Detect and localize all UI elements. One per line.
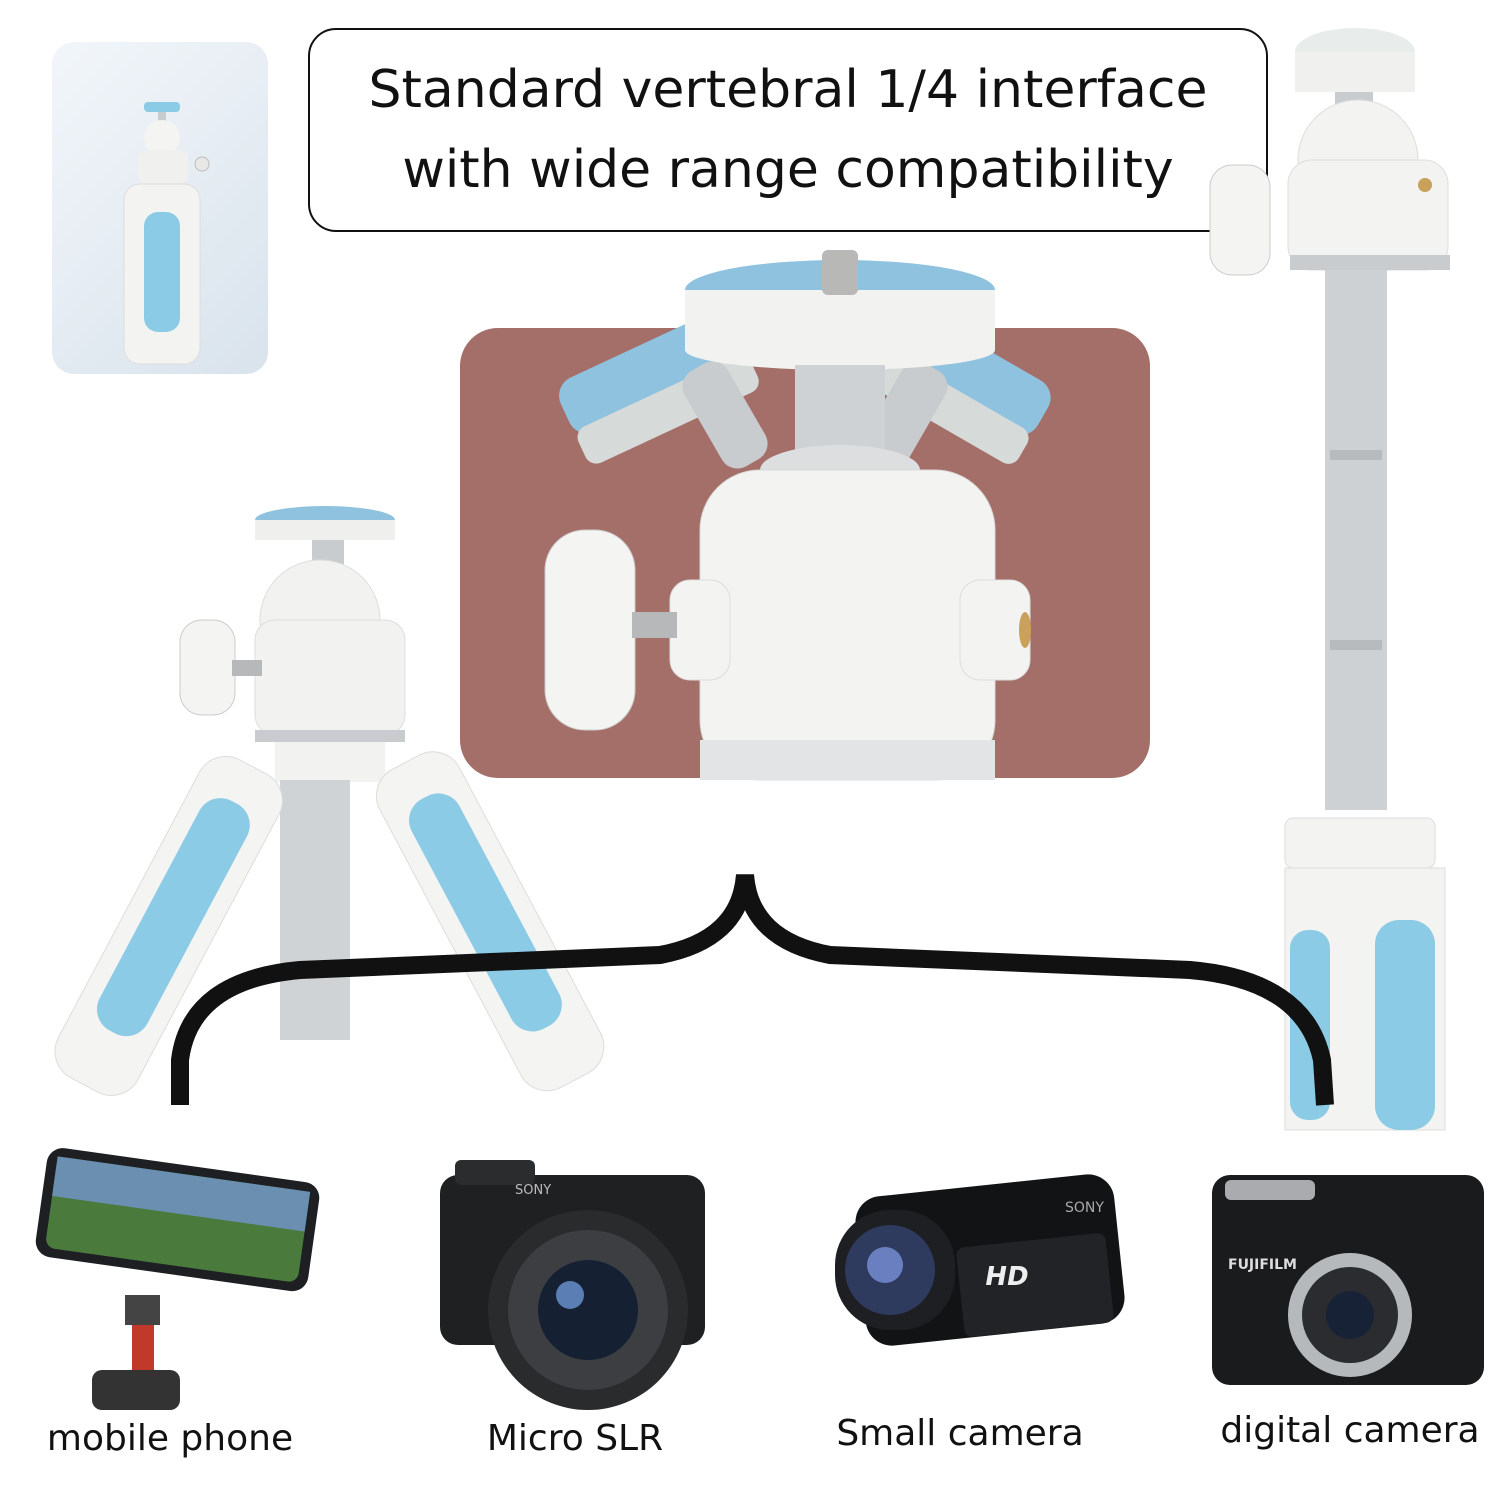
slr-brand: SONY <box>515 1183 552 1198</box>
headline-line-1: Standard vertebral 1/4 interface <box>368 60 1208 120</box>
digital-camera-icon <box>1212 1175 1484 1385</box>
label-small-camera: Small camera <box>836 1413 1084 1454</box>
headline-line-2: with wide range compatibility <box>402 140 1174 200</box>
label-micro-slr: Micro SLR <box>486 1418 664 1459</box>
label-mobile-phone: mobile phone <box>46 1418 294 1459</box>
product-thumbnail <box>52 42 268 374</box>
mirrorless-camera-icon <box>440 1160 705 1410</box>
label-digital-camera: digital camera <box>1220 1410 1480 1451</box>
mini-tripod-thumbnail-icon <box>123 102 210 365</box>
headline-box: Standard vertebral 1/4 interface with wi… <box>308 28 1268 232</box>
camcorder-icon <box>835 1174 1125 1346</box>
digital-camera-brand: FUJIFILM <box>1228 1257 1297 1273</box>
camcorder-hd-badge: HD <box>982 1262 1031 1292</box>
camcorder-brand: SONY <box>1065 1200 1104 1216</box>
mobile-phone-icon <box>35 1148 320 1410</box>
